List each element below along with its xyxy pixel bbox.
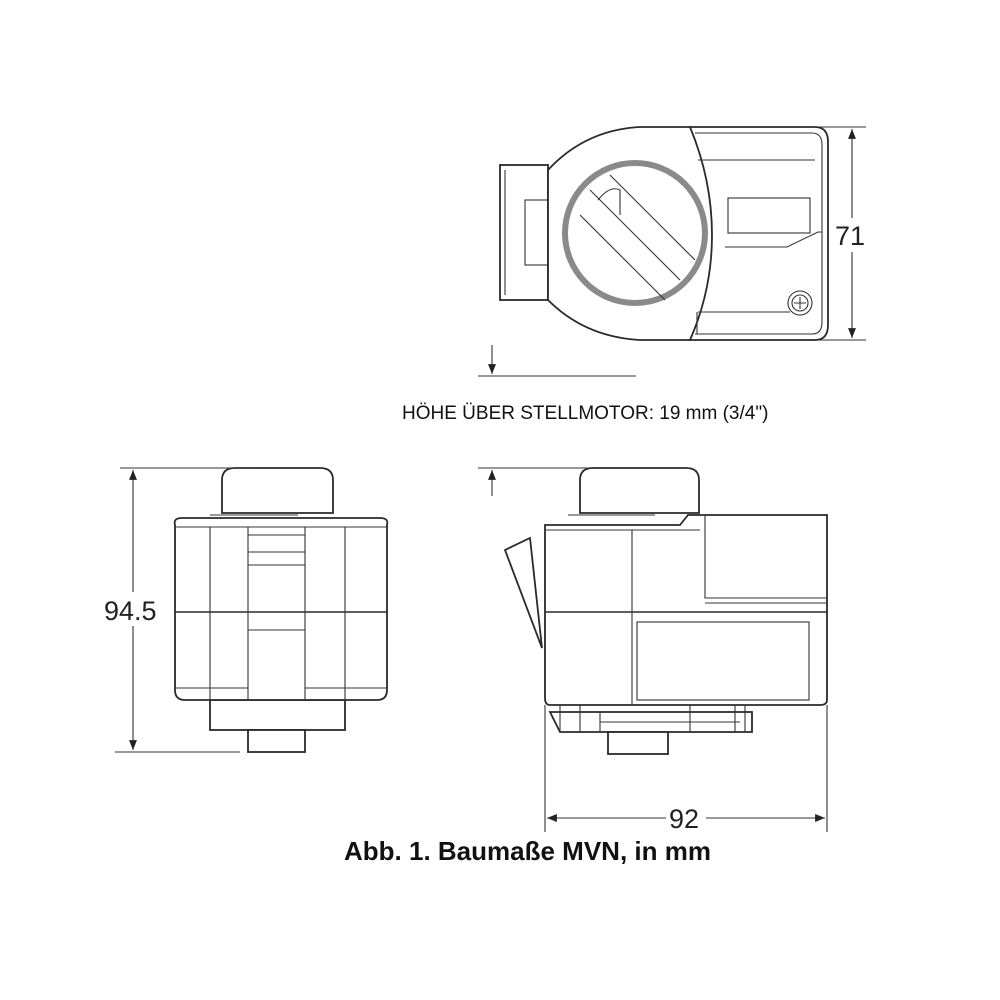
manual-switch xyxy=(503,536,543,649)
stroke-indicator-up xyxy=(478,467,590,496)
top-ring xyxy=(562,160,708,306)
stroke-height-note: HÖHE ÜBER STELLMOTOR: 19 mm (3/4") xyxy=(402,403,769,424)
width-label: 92 xyxy=(669,804,699,834)
top-connector xyxy=(499,164,549,301)
side-housing xyxy=(544,514,828,706)
front-view xyxy=(173,467,389,753)
side-label-plate xyxy=(636,621,810,701)
top-label-plate xyxy=(727,197,811,234)
depth-dimension xyxy=(818,126,870,341)
width-dimension xyxy=(544,705,828,832)
top-view xyxy=(499,126,829,341)
depth-label: 71 xyxy=(835,221,865,251)
front-cap xyxy=(221,467,334,514)
stroke-indicator-down xyxy=(478,345,636,377)
height-label: 94.5 xyxy=(104,596,157,626)
front-housing xyxy=(173,517,389,701)
figure-caption: Abb. 1. Baumaße MVN, in mm xyxy=(344,836,711,866)
side-cap xyxy=(579,467,700,514)
screw-icon xyxy=(787,290,813,316)
side-view xyxy=(503,467,828,755)
height-dimension xyxy=(102,467,255,753)
